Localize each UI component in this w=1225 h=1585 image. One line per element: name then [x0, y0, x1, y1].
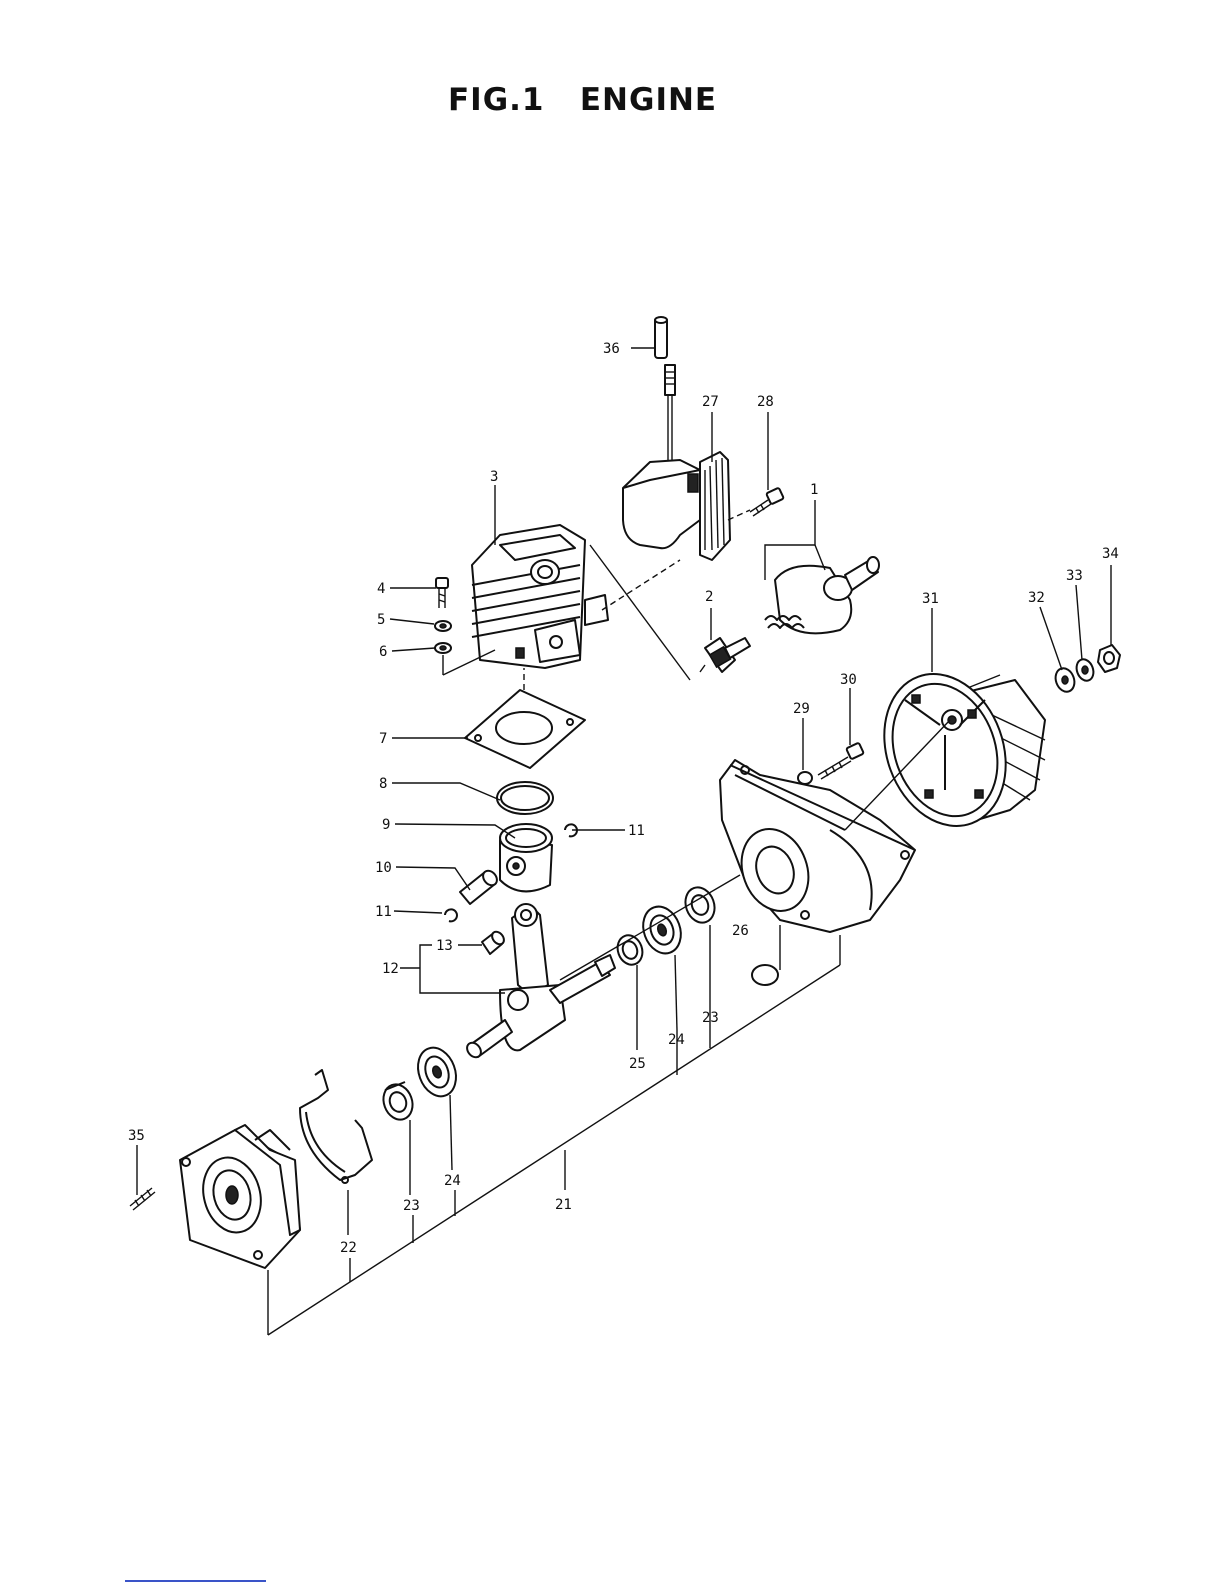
part-22-gasket	[300, 1070, 372, 1183]
callout-32: 32	[1028, 590, 1045, 606]
part-35-stud	[130, 1188, 155, 1210]
callout-30: 30	[840, 672, 857, 688]
part-5-washer	[435, 621, 451, 631]
part-21-crankcase-left	[180, 1125, 300, 1268]
callout-7: 7	[379, 731, 387, 747]
callout-35: 35	[128, 1128, 145, 1144]
callout-33: 33	[1066, 568, 1083, 584]
part-25-seal	[614, 932, 647, 968]
part-23-seal-lower	[379, 1080, 418, 1123]
part-6-washer	[435, 643, 451, 653]
part-30-bolt	[818, 743, 864, 779]
callout-21: 21	[555, 1197, 572, 1213]
callout-25: 25	[629, 1056, 646, 1072]
part-10-piston-pin	[460, 868, 500, 904]
part-26-cap	[752, 965, 778, 985]
callout-1: 1	[810, 482, 818, 498]
callout-29: 29	[793, 701, 810, 717]
callout-24-upper: 24	[668, 1032, 685, 1048]
callout-27: 27	[702, 394, 719, 410]
part-34-nut	[1098, 645, 1120, 672]
callout-36: 36	[603, 341, 620, 357]
callout-24-lower: 24	[444, 1173, 461, 1189]
callout-11-upper: 11	[628, 823, 645, 839]
part-29-washer	[798, 772, 812, 784]
callout-5: 5	[377, 612, 385, 628]
callout-3: 3	[490, 469, 498, 485]
part-27-stud	[665, 365, 675, 470]
part-31-flywheel	[864, 657, 1045, 843]
callout-6: 6	[379, 644, 387, 660]
callout-22: 22	[340, 1240, 357, 1256]
callout-34: 34	[1102, 546, 1119, 562]
callout-23-lower: 23	[403, 1198, 420, 1214]
callout-26: 26	[732, 923, 749, 939]
callout-11-lower: 11	[375, 904, 392, 920]
part-33-washer	[1074, 657, 1097, 683]
callout-4: 4	[377, 581, 385, 597]
part-12-crankshaft	[464, 904, 615, 1060]
part-8-piston-ring	[497, 782, 553, 814]
part-28-bolt	[750, 488, 784, 516]
part-21-crankcase-right	[720, 760, 915, 932]
callout-23-upper: 23	[702, 1010, 719, 1026]
part-27-muffler	[623, 452, 730, 560]
part-1-intake	[765, 557, 879, 633]
part-13-needle-bearing	[482, 929, 506, 954]
part-32-washer	[1052, 666, 1077, 695]
callout-31: 31	[922, 591, 939, 607]
part-2-spark-plug	[700, 638, 750, 672]
callout-12: 12	[382, 961, 399, 977]
footer-rule	[125, 1580, 266, 1582]
part-7-gasket	[465, 690, 585, 768]
callout-13: 13	[436, 938, 453, 954]
callout-9: 9	[382, 817, 390, 833]
part-11-circlip-lower	[445, 909, 457, 921]
callout-8: 8	[379, 776, 387, 792]
part-3-cylinder	[472, 525, 608, 668]
callout-2: 2	[705, 589, 713, 605]
part-4-bolt	[436, 578, 448, 608]
callout-28: 28	[757, 394, 774, 410]
part-24-bearing-lower	[412, 1042, 463, 1101]
part-36-pin	[655, 317, 667, 358]
callout-10: 10	[375, 860, 392, 876]
